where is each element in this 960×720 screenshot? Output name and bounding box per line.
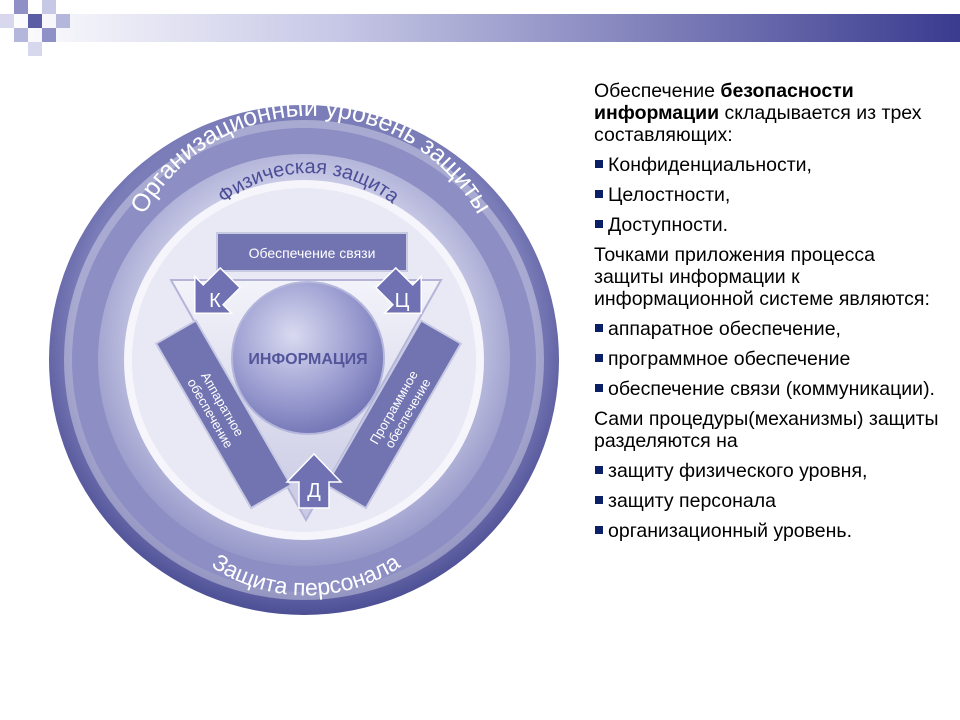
header-squares xyxy=(0,0,70,56)
arrow-c-label: Ц xyxy=(395,290,410,312)
component-bullet: Доступности. xyxy=(594,214,944,236)
procedure-bullet: организационный уровень. xyxy=(594,520,944,542)
intro-text-bold: безопасности информации xyxy=(594,80,854,124)
protection-levels-diagram: Организационный уровень защиты Физическа… xyxy=(49,94,559,615)
arrow-c-icon xyxy=(374,266,422,314)
information-core xyxy=(231,281,385,435)
intro-text-end: складывается из трех составляющих: xyxy=(594,102,922,146)
point-bullet: обеспечение связи (коммуникации). xyxy=(594,378,944,400)
hardware-bar xyxy=(154,319,293,510)
point-bullet: программное обеспечение xyxy=(594,348,944,370)
procedure-bullet: защиту физического уровня, xyxy=(594,460,944,482)
arrow-k-label: К xyxy=(209,290,221,312)
point-bullet: аппаратное обеспечение, xyxy=(594,318,944,340)
arrow-d-icon xyxy=(285,452,343,509)
communication-bar xyxy=(216,232,408,272)
intro-text-start: Обеспечение xyxy=(594,80,721,102)
communication-label: Обеспечение связи xyxy=(249,245,376,261)
arrow-d-label: Д xyxy=(307,480,321,502)
core-label: ИНФОРМАЦИЯ xyxy=(248,351,367,368)
intro-paragraph: Обеспечение безопасности информации скла… xyxy=(594,80,944,146)
procedures-intro: Сами процедуры(механизмы) защиты разделя… xyxy=(594,408,939,452)
component-bullet: Конфиденциальности, xyxy=(594,154,944,176)
procedure-bullet: защиту персонала xyxy=(594,490,944,512)
component-bullet: Целостности, xyxy=(594,184,944,206)
arrow-k-icon xyxy=(194,266,242,314)
points-intro: Точками приложения процесса защиты инфор… xyxy=(594,244,930,310)
software-bar xyxy=(324,319,463,510)
header-decoration xyxy=(0,0,960,56)
header-gradient-bar xyxy=(0,14,960,42)
explanation-text: Обеспечение безопасности информации скла… xyxy=(594,80,944,550)
